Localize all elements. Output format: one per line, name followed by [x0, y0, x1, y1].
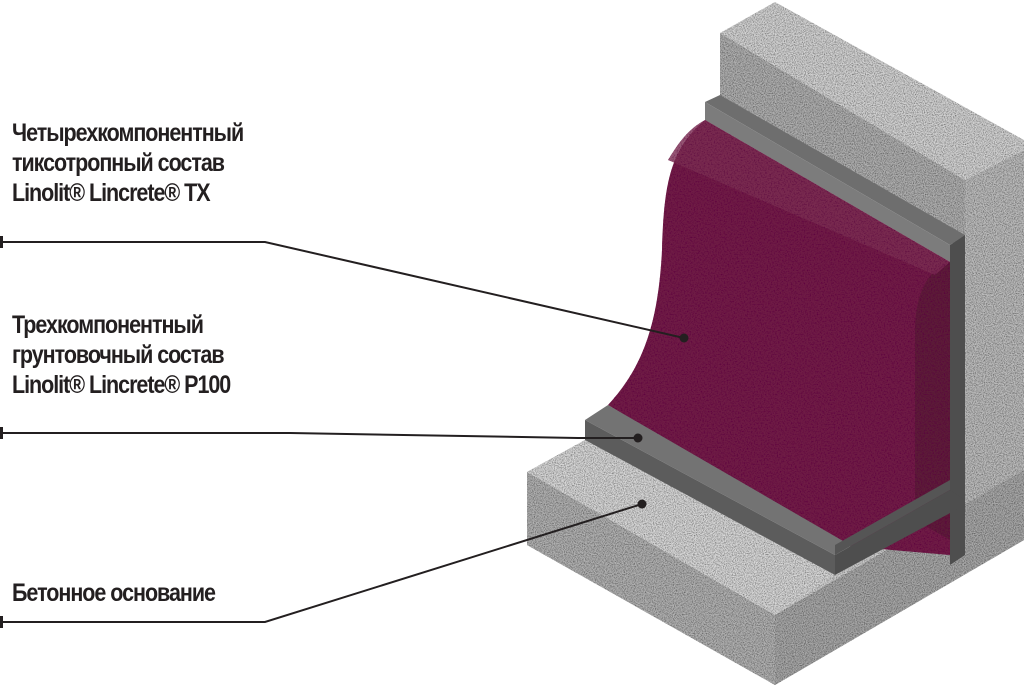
coating-layer: [608, 120, 950, 555]
leader-line-base: [2, 503, 643, 623]
leader-dot-primer: [633, 433, 643, 443]
label-coating: Четырехкомпонентный тиксотропный состав …: [12, 118, 244, 208]
concrete-wall: [720, 2, 1024, 570]
label-coating-line-3: Linolit® Lincrete® TX: [12, 179, 211, 207]
primer-layer-floor: [585, 405, 965, 575]
label-base: Бетонное основание: [12, 578, 216, 608]
label-primer: Трехкомпонентный грунтовочный состав Lin…: [12, 310, 231, 400]
leader-end-base: [0, 616, 3, 628]
leader-end-coating: [0, 236, 3, 248]
label-primer-line-3: Linolit® Lincrete® P100: [12, 371, 231, 399]
label-coating-line-1: Четырехкомпонентный: [12, 119, 244, 147]
leader-dot-coating: [679, 333, 689, 343]
leader-end-primer: [0, 427, 3, 439]
label-primer-line-1: Трехкомпонентный: [12, 311, 204, 339]
leader-line-primer: [2, 432, 638, 439]
leader-dot-base: [637, 499, 647, 509]
label-primer-line-2: грунтовочный состав: [12, 341, 225, 369]
label-coating-line-2: тиксотропный состав: [12, 149, 225, 177]
primer-layer-wall: [705, 95, 965, 565]
label-base-line-1: Бетонное основание: [12, 579, 216, 607]
leader-line-coating: [2, 241, 685, 339]
